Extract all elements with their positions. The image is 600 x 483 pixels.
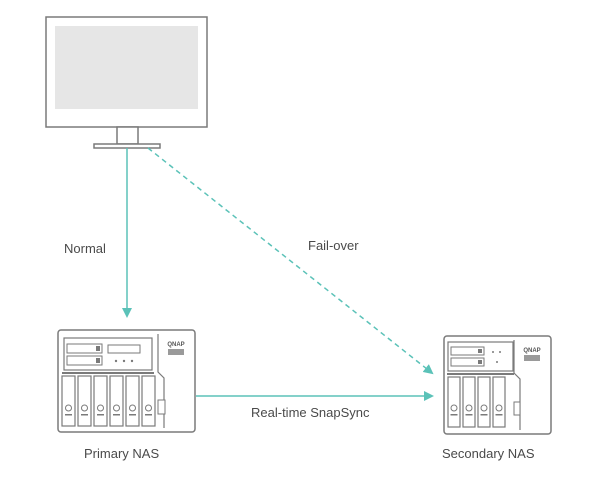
realtime-snapsync-label: Real-time SnapSync (251, 405, 370, 420)
failover-label: Fail-over (308, 238, 359, 253)
svg-text:QNAP: QNAP (523, 348, 540, 354)
primary-nas-icon: QNAP (57, 329, 196, 433)
svg-text:QNAP: QNAP (167, 342, 184, 348)
normal-label: Normal (64, 241, 106, 256)
computer-monitor-icon (45, 16, 208, 149)
failover-arrow (147, 147, 434, 375)
primary-nas-label: Primary NAS (84, 446, 160, 461)
secondary-nas-icon: QNAP (443, 335, 552, 435)
secondary-nas-label: Secondary NAS (442, 446, 535, 461)
